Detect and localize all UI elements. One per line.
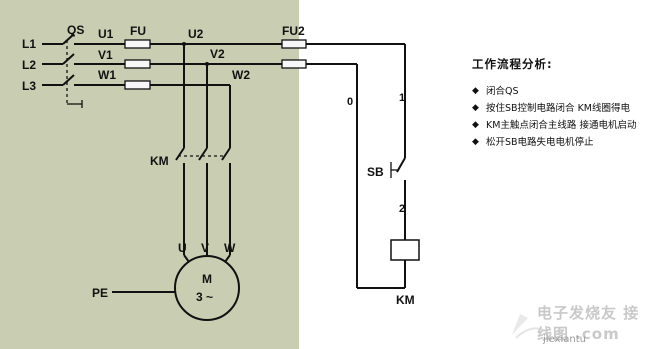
label-u: U [178,241,187,255]
main-circuit-panel [0,0,299,349]
workflow-notes: 工作流程分析: ◆闭合QS ◆按住SB控制电路闭合 KM线圈得电 ◆KM主触点闭… [472,56,642,154]
label-node-0: 0 [347,96,353,108]
label-qs: QS [67,23,84,37]
label-node-1: 1 [399,92,405,104]
label-u1: U1 [98,27,114,41]
bullet-icon: ◆ [472,86,479,96]
bullet-icon: ◆ [472,103,479,113]
fu2-control-fuses [281,39,405,69]
label-pe: PE [92,286,108,300]
motor [112,254,240,321]
label-fu2: FU2 [282,24,305,38]
label-w: W [224,241,236,255]
list-item: ◆按住SB控制电路闭合 KM线圈得电 [472,103,630,114]
label-l2: L2 [22,58,36,72]
label-node-2: 2 [399,203,405,215]
list-item: ◆闭合QS [472,86,519,97]
phase-lines [42,43,63,86]
list-item: ◆KM主触点闭合主线路 接通电机启动 [472,120,637,131]
label-w2: W2 [232,68,250,82]
list-item: ◆松开SB电路失电电机停止 [472,137,594,148]
label-l1: L1 [22,37,36,51]
qs-isolator-switch [62,33,125,108]
bullet-icon: ◆ [472,120,479,130]
label-v: V [201,241,209,255]
notes-title: 工作流程分析: [472,57,553,71]
label-u2: U2 [188,27,204,41]
label-v2: V2 [210,47,225,61]
vertical-conductors [182,42,231,148]
fu-main-fuses [124,39,282,90]
label-fu: FU [130,24,146,38]
label-motor-3phase: 3 ~ [196,290,213,304]
watermark-url: jiexiantu [543,334,586,345]
label-km-coil: KM [396,293,415,307]
label-l3: L3 [22,79,36,93]
km-main-contacts [175,147,231,255]
label-km-contacts: KM [150,154,169,168]
label-sb: SB [367,165,384,179]
label-motor-m: M [202,272,212,286]
km-coil [390,239,420,261]
notes-list: ◆闭合QS ◆按住SB控制电路闭合 KM线圈得电 ◆KM主触点闭合主线路 接通电… [472,86,642,148]
label-w1: W1 [98,68,116,82]
control-circuit [356,44,420,289]
bullet-icon: ◆ [472,137,479,147]
watermark-brand: 电子发烧友 接线图 .com [537,304,640,343]
watermark-logo [512,314,545,339]
label-v1: V1 [98,48,113,62]
